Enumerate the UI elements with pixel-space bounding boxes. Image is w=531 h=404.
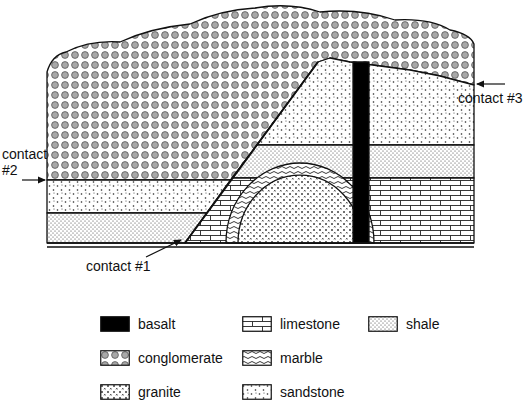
legend-label: basalt <box>138 316 175 332</box>
sandstone-layer <box>47 180 231 213</box>
leader-arrow <box>146 240 181 257</box>
marble-rim <box>226 163 374 243</box>
legend-label: shale <box>406 316 439 332</box>
legend-swatch <box>242 350 272 366</box>
legend-label: marble <box>280 350 323 366</box>
legend-swatch <box>242 316 272 332</box>
shale-layer <box>47 213 207 243</box>
conglomerate-layer <box>47 6 474 180</box>
base-line <box>47 243 474 247</box>
fault-line <box>185 62 318 243</box>
legend-swatch <box>100 316 130 332</box>
legend-swatch <box>368 316 398 332</box>
legend-label: sandstone <box>280 384 345 400</box>
basalt-dike <box>353 62 369 243</box>
legend-swatch <box>100 350 130 366</box>
legend-label: limestone <box>280 316 340 332</box>
legend-label: granite <box>138 384 181 400</box>
granite-intrusion <box>238 175 362 243</box>
legend-swatch <box>100 384 130 400</box>
leader-arrow <box>22 179 45 180</box>
rock-layers <box>47 6 474 247</box>
legend-swatch <box>242 384 272 400</box>
contact-label: contact #3 <box>458 90 524 106</box>
legend-label: conglomerate <box>138 350 223 366</box>
contact-label: contact #1 <box>86 258 151 274</box>
contact-label: contact #2 <box>2 146 54 178</box>
contact-arrows <box>22 84 505 257</box>
leader-arrow <box>477 83 505 84</box>
